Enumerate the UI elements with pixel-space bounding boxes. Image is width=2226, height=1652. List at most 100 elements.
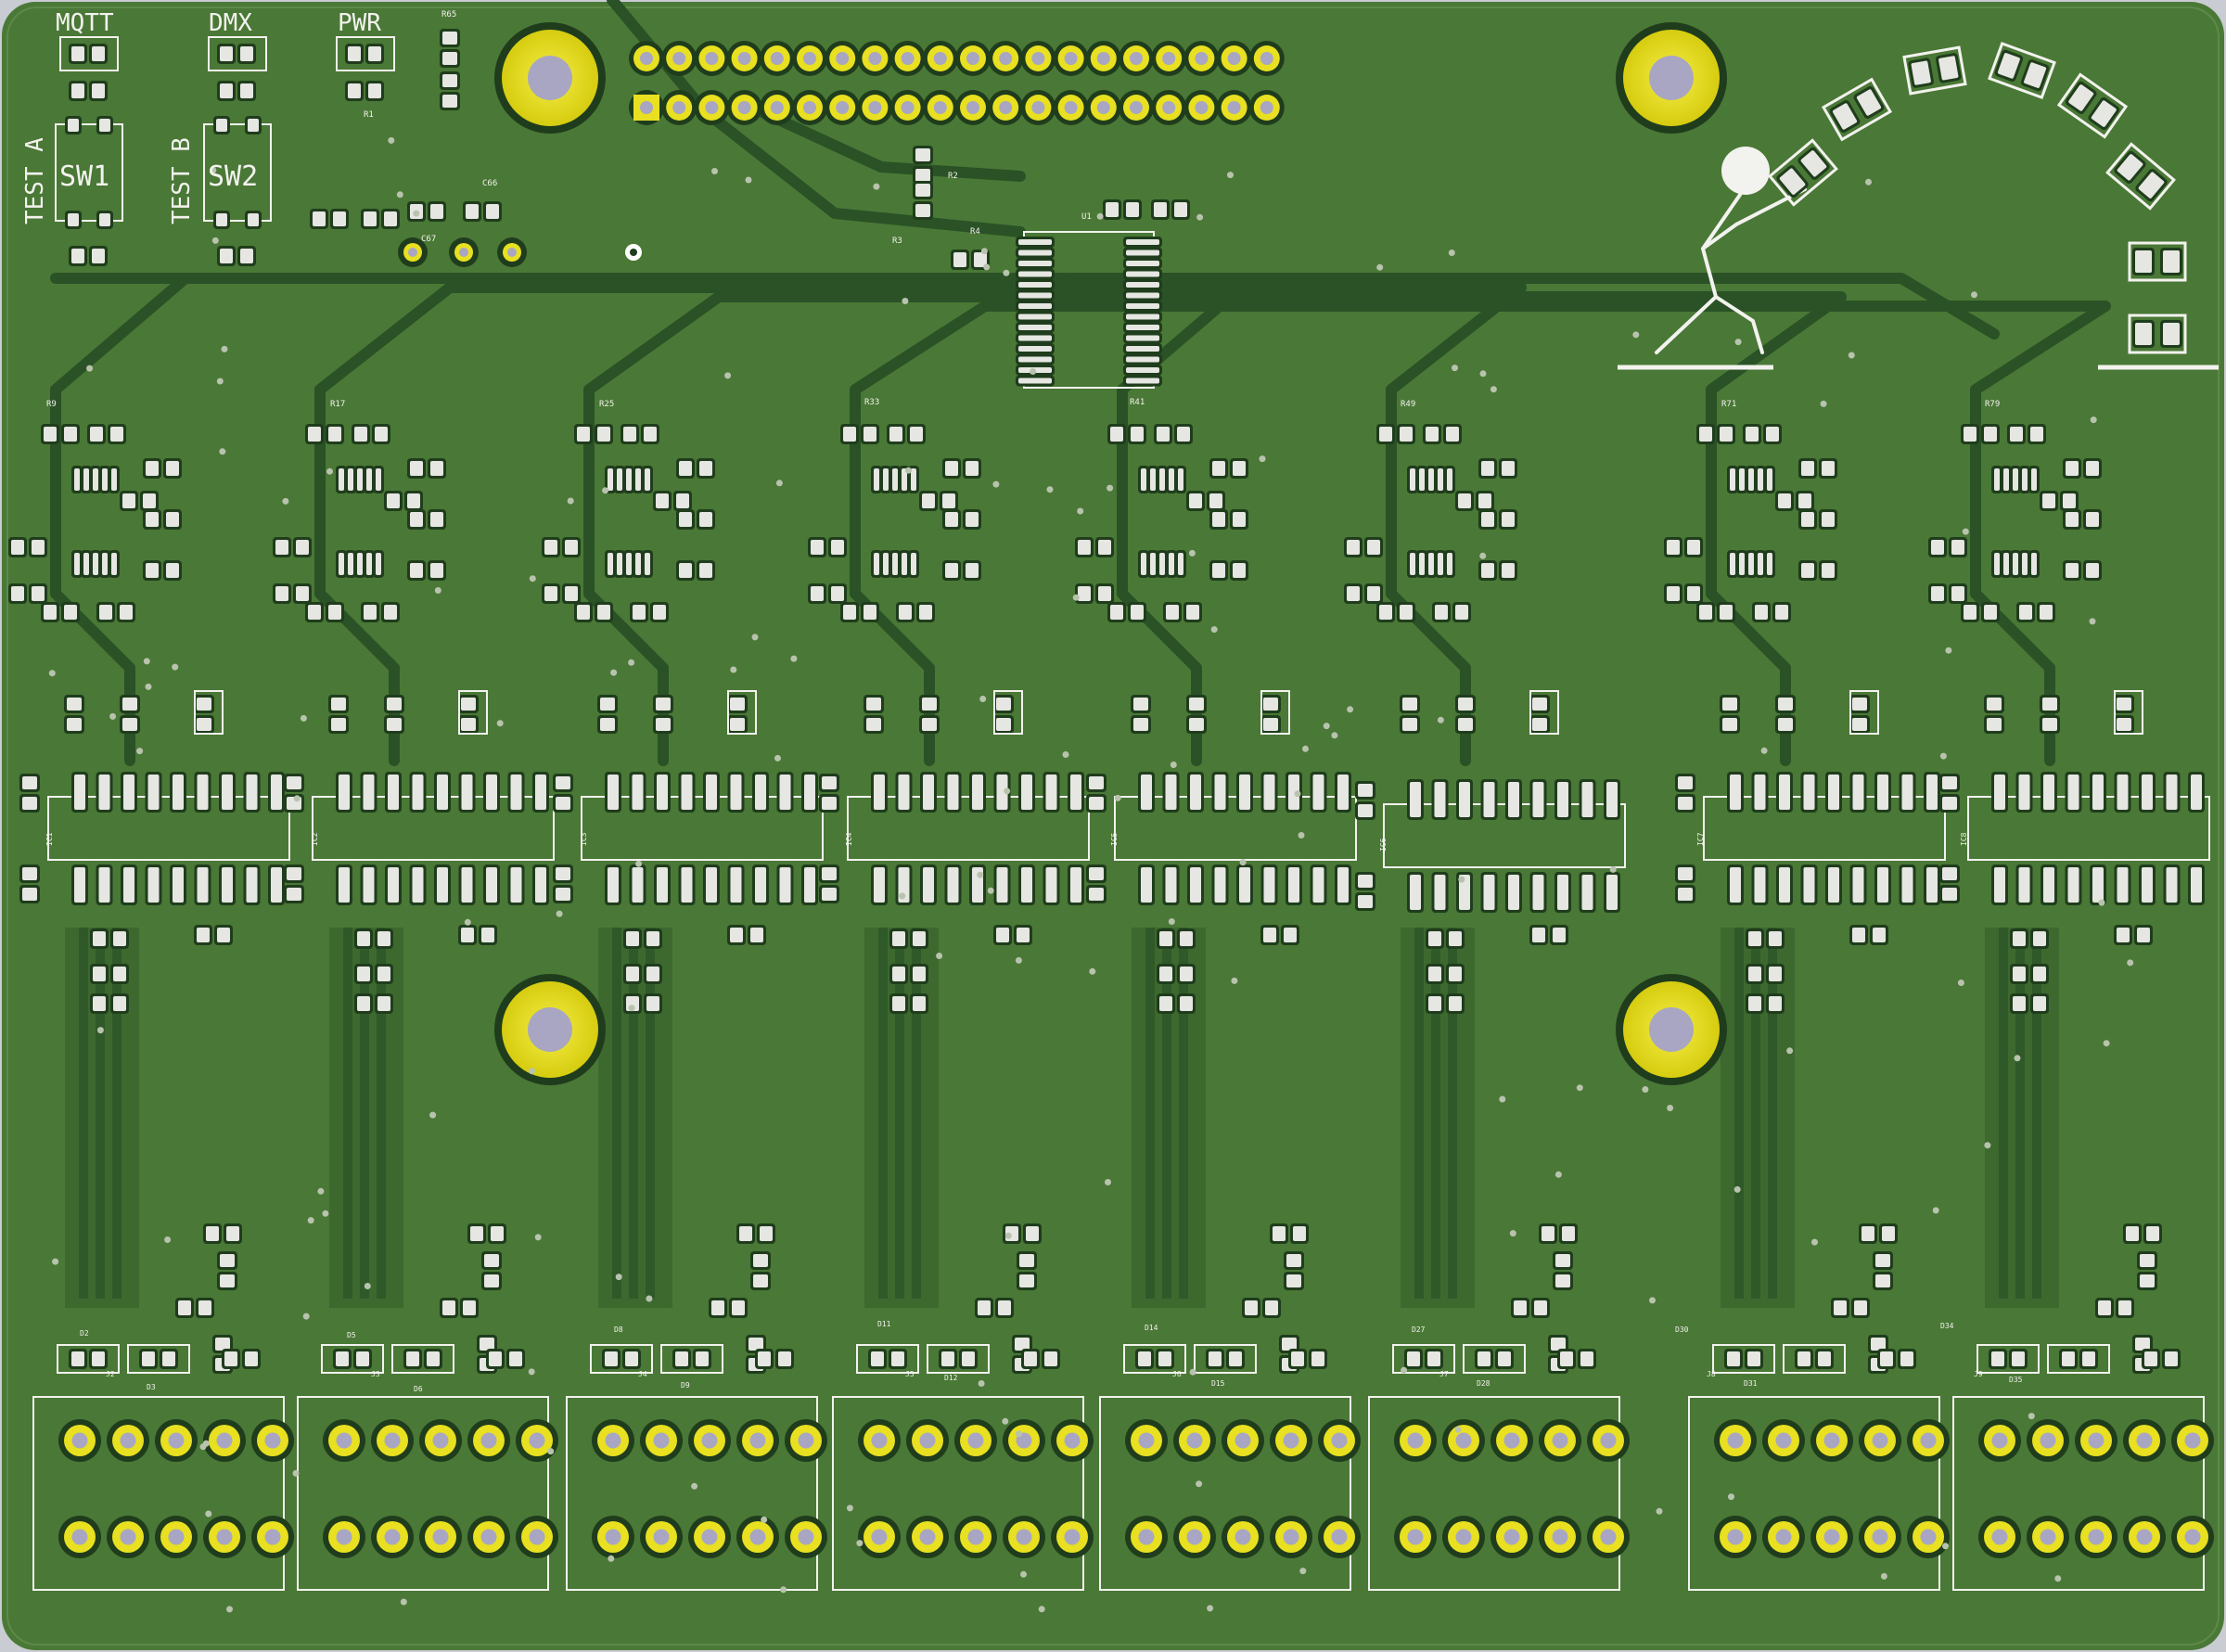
ch2-pass-4-pad-b xyxy=(430,512,443,527)
ch7-u-bot-pin xyxy=(1758,553,1763,575)
via xyxy=(1239,859,1247,866)
ch4-conn-pin-drill xyxy=(1016,1529,1032,1545)
ch2-pass-8-pad-a xyxy=(275,586,288,601)
ch4-conn-pin-drill xyxy=(1064,1432,1081,1449)
ch4-ic-pin-top xyxy=(923,775,934,810)
ch8-ic-pin-bot xyxy=(2043,867,2054,903)
ch8-led-r-pad-b xyxy=(2165,1351,2178,1366)
ch4-u-bot-pin xyxy=(902,553,907,575)
ch6-ic-pin-bot xyxy=(1459,875,1470,910)
u1-pin-left xyxy=(1018,282,1052,288)
ch5-low-1-pad-b xyxy=(1286,1274,1301,1287)
ch4-conn-pin-drill xyxy=(871,1529,888,1545)
ch1-below-3-pad-a xyxy=(93,996,106,1011)
via xyxy=(1004,1232,1012,1239)
ref-channel-8-r: R79 xyxy=(1985,400,2000,409)
u1-support-4-pad-b xyxy=(1126,202,1139,217)
ch4-diode-outline xyxy=(993,690,1023,735)
ch1-ic-pin-top xyxy=(271,775,282,810)
ch5-conn-pin-drill xyxy=(1331,1432,1348,1449)
mount-hole-drill-2 xyxy=(1649,56,1694,100)
ch8-pass-2-pad-a xyxy=(2066,461,2079,476)
ch4-ic-pin-bot xyxy=(996,867,1008,903)
header-pin-drill xyxy=(1130,52,1143,65)
ch5-conn-pin-drill xyxy=(1283,1529,1299,1545)
ch5-low-1-pad-a xyxy=(1286,1254,1301,1267)
ch4-u-top-pin xyxy=(911,468,916,491)
ch5-u-top-pin xyxy=(1178,468,1183,491)
ch1-pass-2-pad-a xyxy=(146,461,159,476)
ch5-conn-pin-drill xyxy=(1138,1529,1155,1545)
ch4-u-top-pin xyxy=(892,468,898,491)
ch3-ic-pin-top xyxy=(730,775,742,810)
ch2-ic-pin-top xyxy=(388,775,399,810)
logo-led-pad-b xyxy=(1856,89,1882,116)
header-pin-drill xyxy=(836,52,850,65)
ch2-led1-pad-a xyxy=(336,1351,349,1366)
ch3-pass-4-pad-a xyxy=(679,512,692,527)
switch-label-sw2: SW2 xyxy=(208,160,258,193)
ch4-conn-pin-drill xyxy=(919,1432,936,1449)
header-pin-drill xyxy=(1227,52,1241,65)
ch2-pass-5-pad-b xyxy=(430,563,443,578)
ch3-below-1-pad-b xyxy=(750,928,763,942)
via xyxy=(145,683,152,690)
via xyxy=(396,191,403,198)
ch6-below-1-pad-b xyxy=(1553,928,1566,942)
r65b-pad-a xyxy=(442,74,457,87)
ref-channel-8-d2: D35 xyxy=(2009,1376,2023,1384)
ch3-conn-pin-drill xyxy=(798,1529,814,1545)
ch5-ic-pin-bot xyxy=(1239,867,1250,903)
ch7-r-1-pad-b xyxy=(1778,718,1793,731)
ch3-ic-pin-bot xyxy=(779,867,791,903)
via xyxy=(1294,790,1301,798)
ch8-c-left-pad-b xyxy=(1942,797,1957,810)
ch6-pass-9-pad-b xyxy=(1478,493,1491,508)
ch5-led2-pad-a xyxy=(1209,1351,1222,1366)
ch7-connector-outline xyxy=(1688,1396,1940,1591)
ch5-pass-0-pad-a xyxy=(1110,427,1123,442)
ch6-pass-5-pad-b xyxy=(1502,563,1515,578)
ch8-ic-pin-bot xyxy=(2092,867,2104,903)
logo-led-pad-a xyxy=(1911,60,1931,85)
ch2-pass-3-pad-b xyxy=(296,540,309,555)
ch8-pass-6-pad-b xyxy=(1984,605,1997,620)
via xyxy=(1945,647,1952,654)
ch2-ic-pin-top xyxy=(412,775,424,810)
ch1-led-r-pad-b xyxy=(245,1351,258,1366)
ch2-conn-pin-drill xyxy=(336,1432,352,1449)
ch4-led2-outline xyxy=(927,1344,990,1374)
ch7-low-2-pad-b xyxy=(1854,1300,1867,1315)
ch5-ic-pin-top xyxy=(1141,775,1152,810)
ch3-r-2-pad-b xyxy=(730,718,745,731)
ch5-conn-pin-drill xyxy=(1235,1529,1251,1545)
ch4-pass-6-pad-a xyxy=(843,605,856,620)
ch5-ic-pin-top xyxy=(1214,775,1226,810)
via xyxy=(529,575,536,583)
ch5-ic-pin-bot xyxy=(1263,867,1275,903)
ch2-diode-outline xyxy=(458,690,488,735)
ref-channel-1-d1: D2 xyxy=(80,1329,89,1338)
ch3-pass-6-pad-a xyxy=(577,605,590,620)
ch7-below-0-pad-b xyxy=(1769,931,1782,946)
switch-resistor-2-pad-a xyxy=(220,249,233,263)
ref-channel-1-ic: IC1 xyxy=(45,832,54,846)
ref-channel-2-r: R17 xyxy=(330,400,345,409)
ch8-ic-pin-bot xyxy=(2142,867,2153,903)
ch4-r-0-pad-b xyxy=(866,718,881,731)
ch8-ic-pin-top xyxy=(2067,775,2079,810)
ch1-ic-pin-bot xyxy=(197,867,209,903)
header-pin-drill xyxy=(640,52,653,65)
ch5-low-3-pad-a xyxy=(1282,1338,1297,1351)
ch2-pass-0-pad-b xyxy=(328,427,341,442)
ch2-u-top-pin xyxy=(357,468,363,491)
ch7-u-bot-pin xyxy=(1767,553,1772,575)
ch3-ic-pin-top xyxy=(657,775,668,810)
ch1-led1-pad-a xyxy=(71,1351,84,1366)
ch5-r-2-pad-a xyxy=(1263,698,1278,711)
via xyxy=(547,1448,555,1455)
channel-ref-labels: R9 R17 R25 R33 R41 R49 R71 R79 IC1 IC2 I… xyxy=(45,398,2023,1393)
logo-led-pad-b xyxy=(2091,100,2117,127)
output-pour-1 xyxy=(65,928,139,1308)
ch8-led2-outline xyxy=(2047,1344,2110,1374)
